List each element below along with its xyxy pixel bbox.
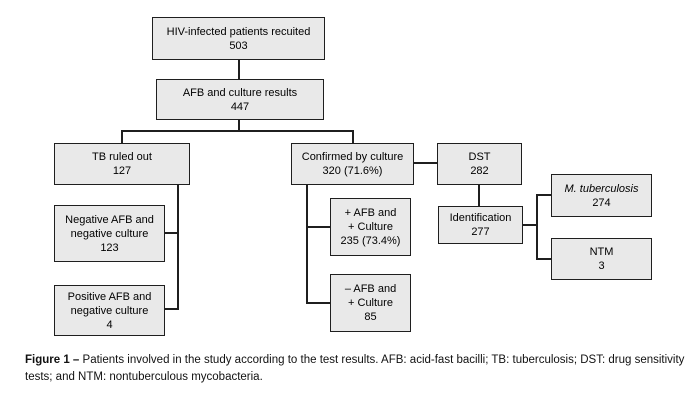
- connector-branch-to-tb: [121, 130, 123, 143]
- node-label: Negative AFB and: [65, 213, 154, 226]
- node-label: AFB and culture results: [182, 86, 298, 99]
- node-value: 4: [106, 318, 113, 331]
- node-label: HIV-infected patients recuited: [166, 25, 311, 38]
- connector-stub-negafb: [308, 302, 330, 304]
- connector-confirmed-branch-vertical: [306, 185, 308, 304]
- connector-stub-posneg: [165, 308, 177, 310]
- node-value: 85: [364, 311, 377, 323]
- node-afb-culture-results: AFB and culture results 447: [156, 79, 324, 120]
- connector-tb-branch-vertical: [177, 185, 179, 310]
- node-value: 3: [598, 260, 605, 272]
- node-label: + Culture: [348, 221, 393, 233]
- node-value: 503: [229, 39, 248, 52]
- connector-dst-to-identification: [478, 185, 480, 206]
- connector-afb-down: [238, 120, 240, 131]
- node-positive-afb-positive-culture: + AFB and + Culture 235 (73.4%): [330, 198, 411, 256]
- connector-identification-stub: [523, 224, 537, 226]
- connector-stub-negneg: [165, 232, 177, 234]
- node-label: NTM: [589, 246, 614, 258]
- node-label: DST: [468, 151, 491, 163]
- connector-fork-vertical: [536, 194, 538, 260]
- node-label: Positive AFB and: [67, 290, 152, 303]
- node-dst: DST 282: [437, 143, 522, 185]
- node-confirmed-by-culture: Confirmed by culture 320 (71.6%): [291, 143, 414, 185]
- node-value: 447: [230, 100, 250, 113]
- figure-caption: Figure 1 – Patients involved in the stud…: [25, 352, 685, 386]
- node-label: + Culture: [348, 297, 393, 309]
- connector-hiv-to-afb: [238, 60, 240, 79]
- node-value: 274: [592, 196, 611, 209]
- node-value: 282: [470, 165, 489, 177]
- connector-confirmed-to-dst: [414, 162, 437, 164]
- node-label: Identification: [449, 212, 512, 224]
- node-label: M. tuberculosis: [564, 182, 639, 195]
- node-negative-afb-negative-culture: Negative AFB and negative culture 123: [54, 205, 165, 262]
- connector-stub-mtb: [536, 194, 552, 196]
- node-identification: Identification 277: [438, 206, 523, 244]
- node-m-tuberculosis: M. tuberculosis 274: [551, 174, 652, 217]
- node-label: TB ruled out: [92, 151, 152, 163]
- figure-caption-text: Patients involved in the study according…: [25, 354, 685, 383]
- figure-caption-label: Figure 1 –: [25, 354, 80, 366]
- node-label: negative culture: [70, 227, 149, 240]
- node-hiv-infected-patients: HIV-infected patients recuited 503: [152, 17, 325, 60]
- connector-stub-posafb: [308, 226, 330, 228]
- node-value: 320 (71.6%): [322, 165, 383, 177]
- connector-branch-to-confirmed: [352, 130, 354, 143]
- node-value: 235 (73.4%): [340, 235, 401, 247]
- node-value: 123: [100, 241, 119, 254]
- connector-stub-ntm: [536, 258, 552, 260]
- node-negative-afb-positive-culture: – AFB and + Culture 85: [330, 274, 411, 332]
- connector-branch-horizontal: [121, 130, 354, 132]
- node-label: – AFB and: [344, 283, 397, 295]
- node-tb-ruled-out: TB ruled out 127: [54, 143, 190, 185]
- node-value: 277: [471, 226, 490, 238]
- node-label: + AFB and: [344, 207, 397, 219]
- node-label: Confirmed by culture: [301, 151, 404, 163]
- node-label: negative culture: [70, 304, 149, 317]
- node-ntm: NTM 3: [551, 238, 652, 280]
- node-value: 127: [112, 165, 132, 177]
- node-positive-afb-negative-culture: Positive AFB and negative culture 4: [54, 285, 165, 336]
